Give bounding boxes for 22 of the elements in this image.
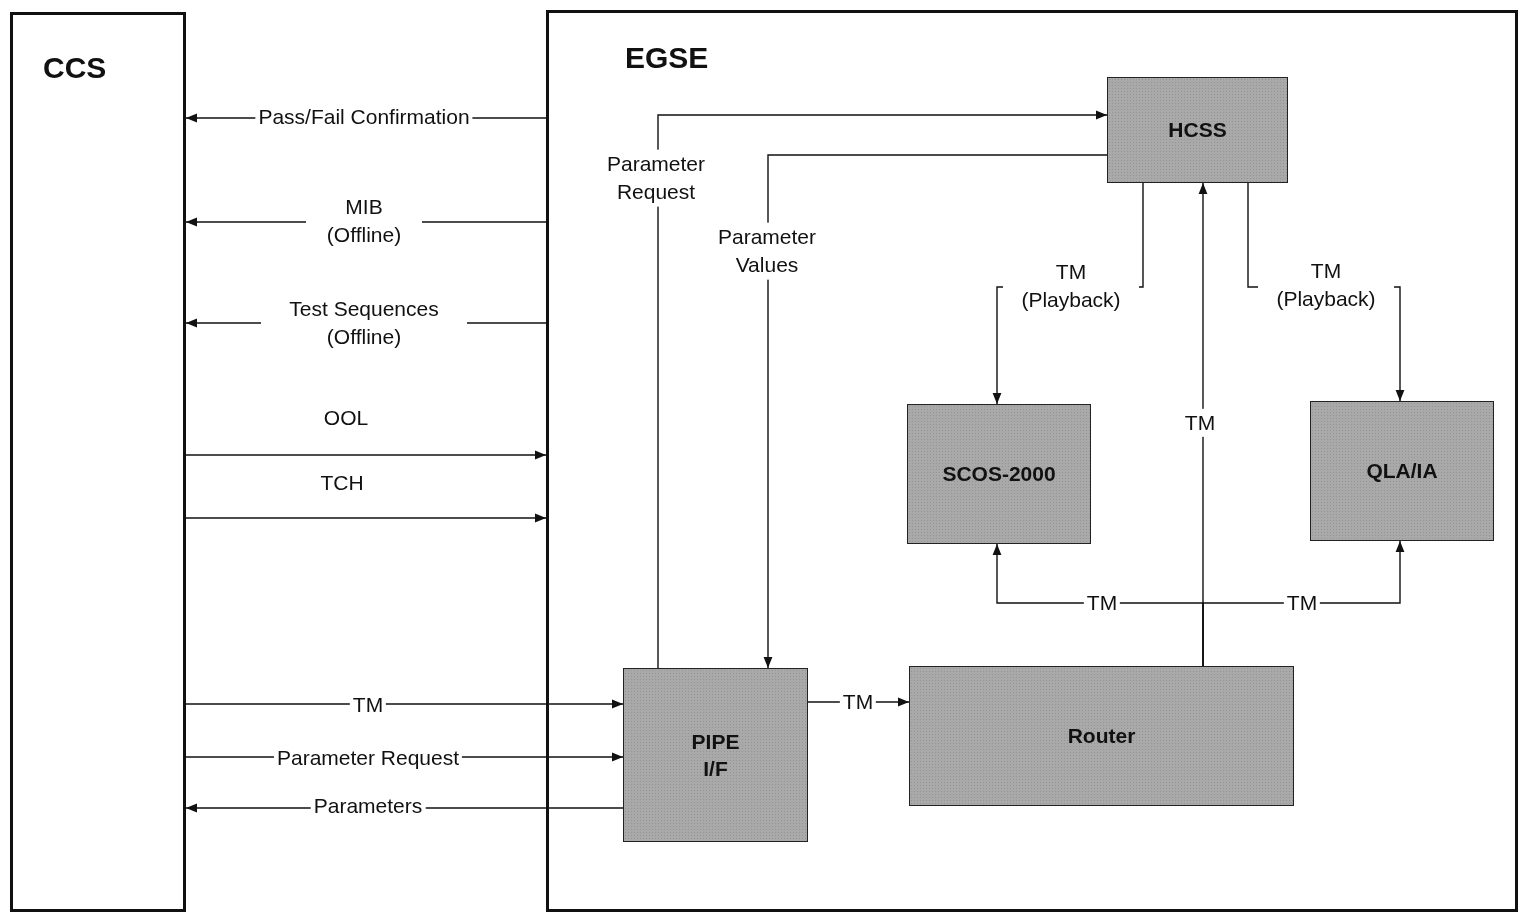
component-box [1310, 401, 1494, 541]
component-box [909, 666, 1294, 806]
component-label: PIPE I/F [690, 728, 741, 782]
component-label: HCSS [1167, 117, 1228, 144]
system-title: CCS [43, 51, 107, 85]
component-box [1107, 77, 1288, 183]
component-box [907, 404, 1091, 544]
arrow [657, 110, 1108, 669]
arrow [763, 154, 1108, 669]
component-box [623, 668, 808, 842]
component-label: Router [1066, 723, 1137, 750]
system-frame [546, 10, 1518, 912]
system-frame [10, 12, 186, 912]
component-label: SCOS-2000 [941, 461, 1057, 488]
arrow [185, 513, 547, 523]
arrow [1202, 540, 1405, 667]
component-label: QLA/IA [1365, 458, 1439, 485]
arrow [185, 699, 624, 709]
system-title: EGSE [625, 41, 709, 75]
edge-label: OOL [322, 404, 370, 431]
edge-label: TCH [319, 469, 365, 496]
arrow [185, 450, 547, 460]
